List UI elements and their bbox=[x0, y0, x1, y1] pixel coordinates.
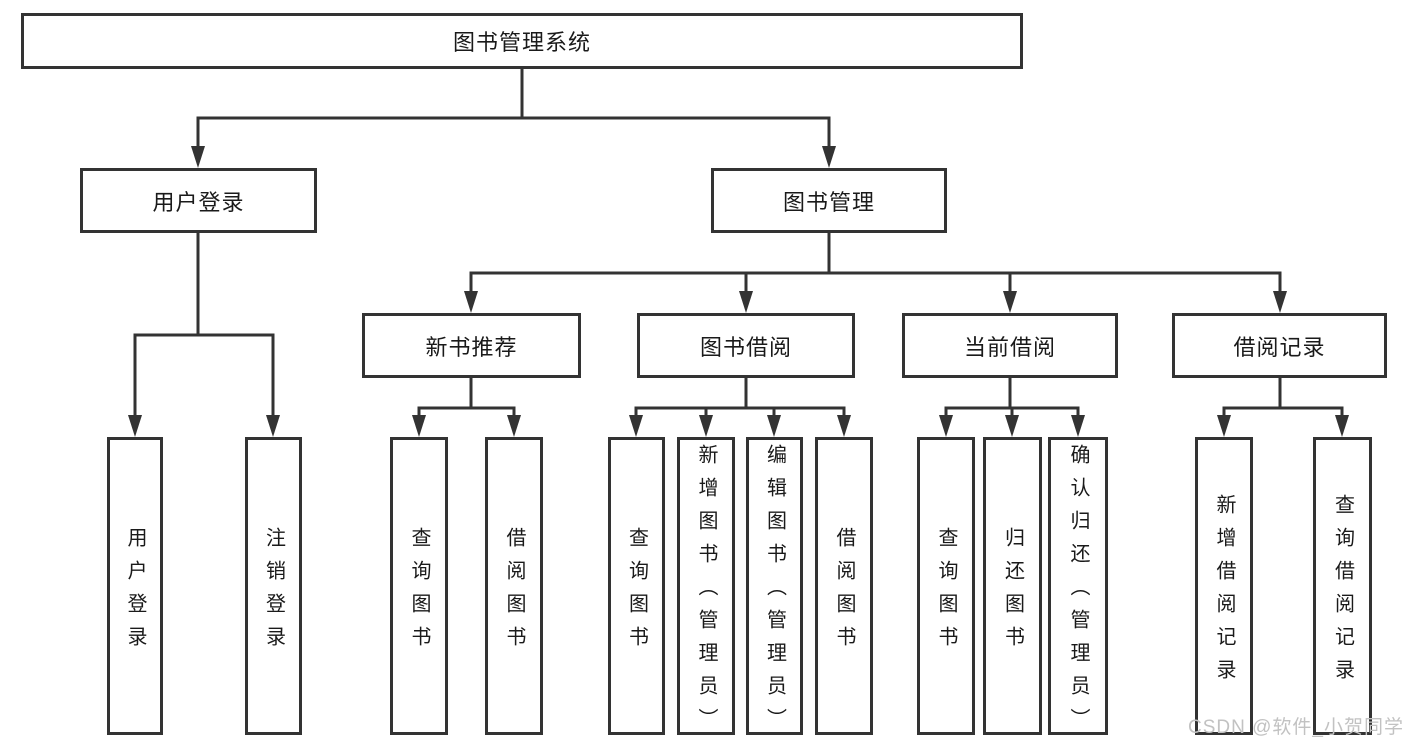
leaf-borrow-edit-admin-label: 编辑图书（管理员） bbox=[763, 444, 786, 741]
node-new-book-recommend: 新书推荐 bbox=[362, 313, 581, 378]
node-book-management: 图书管理 bbox=[711, 168, 947, 233]
leaf-user-login-label: 用户登录 bbox=[124, 526, 146, 659]
leaf-current-confirm-admin-label: 确认归还（管理员） bbox=[1067, 444, 1089, 741]
leaf-logout: 注销登录 bbox=[245, 437, 302, 735]
leaf-logout-label: 注销登录 bbox=[262, 526, 285, 659]
node-current-borrow: 当前借阅 bbox=[902, 313, 1118, 378]
leaf-record-add-label: 新增借阅记录 bbox=[1213, 493, 1235, 692]
leaf-borrow-add-admin-label: 新增图书（管理员） bbox=[695, 444, 717, 741]
leaf-borrow-query-label: 查询图书 bbox=[625, 526, 648, 659]
leaf-borrow-borrow: 借阅图书 bbox=[815, 437, 873, 735]
node-book-borrow: 图书借阅 bbox=[637, 313, 855, 378]
leaf-current-return: 归还图书 bbox=[983, 437, 1042, 735]
leaf-record-query: 查询借阅记录 bbox=[1313, 437, 1372, 735]
leaf-record-query-label: 查询借阅记录 bbox=[1331, 493, 1354, 692]
node-root-system: 图书管理系统 bbox=[21, 13, 1023, 69]
leaf-current-confirm-admin: 确认归还（管理员） bbox=[1048, 437, 1108, 741]
leaf-newbook-borrow: 借阅图书 bbox=[485, 437, 543, 735]
node-user-login: 用户登录 bbox=[80, 168, 317, 233]
leaf-borrow-add-admin: 新增图书（管理员） bbox=[677, 437, 735, 741]
leaf-record-add: 新增借阅记录 bbox=[1195, 437, 1253, 735]
leaf-borrow-query: 查询图书 bbox=[608, 437, 665, 735]
leaf-borrow-edit-admin: 编辑图书（管理员） bbox=[746, 437, 803, 741]
leaf-newbook-query-label: 查询图书 bbox=[408, 526, 430, 659]
leaf-newbook-query: 查询图书 bbox=[390, 437, 448, 735]
node-borrow-record: 借阅记录 bbox=[1172, 313, 1387, 378]
watermark: CSDN @软件_小贺同学 bbox=[1188, 717, 1404, 738]
leaf-borrow-borrow-label: 借阅图书 bbox=[833, 526, 855, 659]
leaf-user-login: 用户登录 bbox=[107, 437, 163, 735]
leaf-current-return-label: 归还图书 bbox=[1001, 526, 1024, 659]
leaf-newbook-borrow-label: 借阅图书 bbox=[503, 526, 525, 659]
leaf-current-query: 查询图书 bbox=[917, 437, 975, 735]
leaf-current-query-label: 查询图书 bbox=[935, 526, 957, 659]
